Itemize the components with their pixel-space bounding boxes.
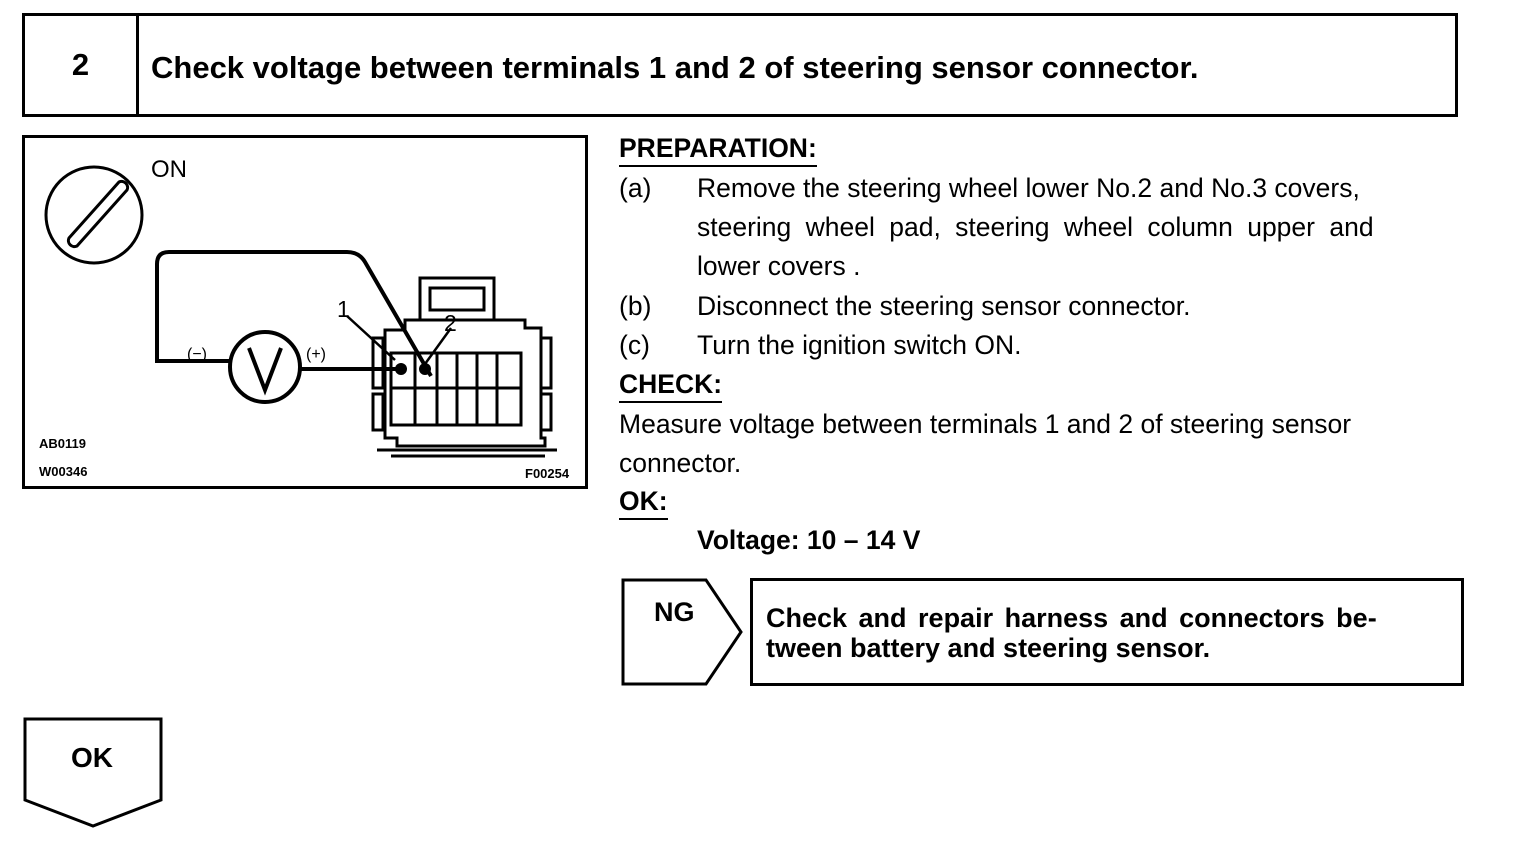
prep-item-a-line-3: lower covers . xyxy=(697,251,861,281)
plus-lead-label: (+) xyxy=(306,346,326,363)
test-leads xyxy=(155,250,433,378)
check-line-2: connector. xyxy=(619,448,742,478)
voltage-spec: Voltage: 10 – 14 V xyxy=(697,525,921,555)
check-heading: CHECK: xyxy=(619,369,723,403)
pin-2-label: 2 xyxy=(444,310,457,336)
ok-down-arrow-icon xyxy=(23,717,163,828)
figure-code-3: F00254 xyxy=(525,466,570,481)
ng-arrow-icon xyxy=(621,578,743,686)
connector-icon xyxy=(371,276,557,458)
circuit-diagram xyxy=(44,165,557,458)
ng-label: NG xyxy=(654,597,695,627)
pin-leaders xyxy=(346,315,453,365)
ok-heading: OK: xyxy=(619,486,668,520)
prep-item-a-line-1: Remove the steering wheel lower No.2 and… xyxy=(697,173,1360,203)
ng-branch: NG xyxy=(620,577,744,687)
figure-code-1: AB0119 xyxy=(39,436,86,451)
ignition-switch-icon xyxy=(44,165,144,265)
probe-tips xyxy=(395,363,431,375)
figure-code-2: W00346 xyxy=(39,464,88,479)
switch-on-label: ON xyxy=(151,156,187,183)
ng-action-line-1: Check and repair harness and connectors … xyxy=(766,603,1377,633)
prep-item-c-label: (c) xyxy=(619,330,650,360)
step-header: 2 Check voltage between terminals 1 and … xyxy=(22,13,1458,117)
prep-item-b-label: (b) xyxy=(619,291,652,321)
prep-item-a-line-2: steering wheel pad, steering wheel colum… xyxy=(697,212,1374,242)
step-number: 2 xyxy=(25,16,139,114)
check-line-1: Measure voltage between terminals 1 and … xyxy=(619,409,1352,439)
ok-label: OK xyxy=(71,742,113,773)
preparation-heading: PREPARATION: xyxy=(619,133,817,167)
prep-item-b-line-1: Disconnect the steering sensor connector… xyxy=(697,291,1191,321)
ok-branch: OK xyxy=(22,716,166,830)
wiring-figure: ON 1 2 (−) (+) AB0119 W00346 F00254 xyxy=(22,135,588,489)
ng-action-box: Check and repair harness and connectors … xyxy=(750,578,1464,686)
step-title: Check voltage between terminals 1 and 2 … xyxy=(151,50,1199,85)
ng-action-line-2: tween battery and steering sensor. xyxy=(766,633,1211,663)
pin-1-label: 1 xyxy=(337,296,350,322)
prep-item-c-line-1: Turn the ignition switch ON. xyxy=(697,330,1022,360)
voltmeter-icon xyxy=(228,330,302,404)
prep-item-a-label: (a) xyxy=(619,173,652,203)
minus-lead-label: (−) xyxy=(187,346,207,363)
